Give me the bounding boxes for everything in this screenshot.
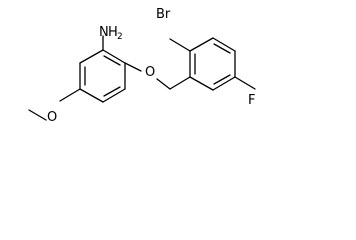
ring-a-bond-4 bbox=[79, 88, 104, 103]
ring-b-bond-2 bbox=[189, 37, 214, 52]
ring-b-bond-6 bbox=[189, 76, 214, 91]
bromine-bond bbox=[169, 38, 191, 52]
ether-oxygen-label: O bbox=[145, 65, 155, 80]
bromine-label: Br bbox=[156, 7, 171, 22]
ring-b-inner-double-2 bbox=[213, 43, 231, 54]
ch2-bond-ring bbox=[169, 76, 191, 90]
ether-bond-ring bbox=[124, 62, 142, 72]
chemical-structure: N H 2 O O Br F bbox=[28, 7, 256, 125]
methoxy-oxygen-label: O bbox=[47, 110, 57, 125]
ring-b-inner-double-3 bbox=[213, 74, 231, 85]
fluorine-label: F bbox=[248, 93, 255, 108]
amine-h-label: H bbox=[108, 25, 118, 40]
ring-a-inner-double-1 bbox=[103, 55, 121, 66]
ring-b-bond-3 bbox=[212, 37, 236, 52]
benzyl-ring bbox=[189, 37, 236, 91]
ether-bond-ch2 bbox=[156, 78, 171, 90]
ring-a-bond-1 bbox=[102, 49, 126, 64]
fluorine-bond bbox=[234, 76, 256, 90]
amine-n-label: N bbox=[99, 25, 109, 40]
ring-a-inner-double-2 bbox=[103, 86, 121, 97]
ring-b-bond-5 bbox=[212, 76, 236, 91]
aniline-ring bbox=[79, 49, 126, 103]
ring-a-bond-3 bbox=[102, 88, 126, 103]
methoxy-bond-ch3 bbox=[28, 109, 47, 121]
amine-h-count: 2 bbox=[117, 32, 123, 42]
methoxy-bond-ring bbox=[59, 88, 81, 102]
ring-a-bond-6 bbox=[79, 49, 104, 64]
